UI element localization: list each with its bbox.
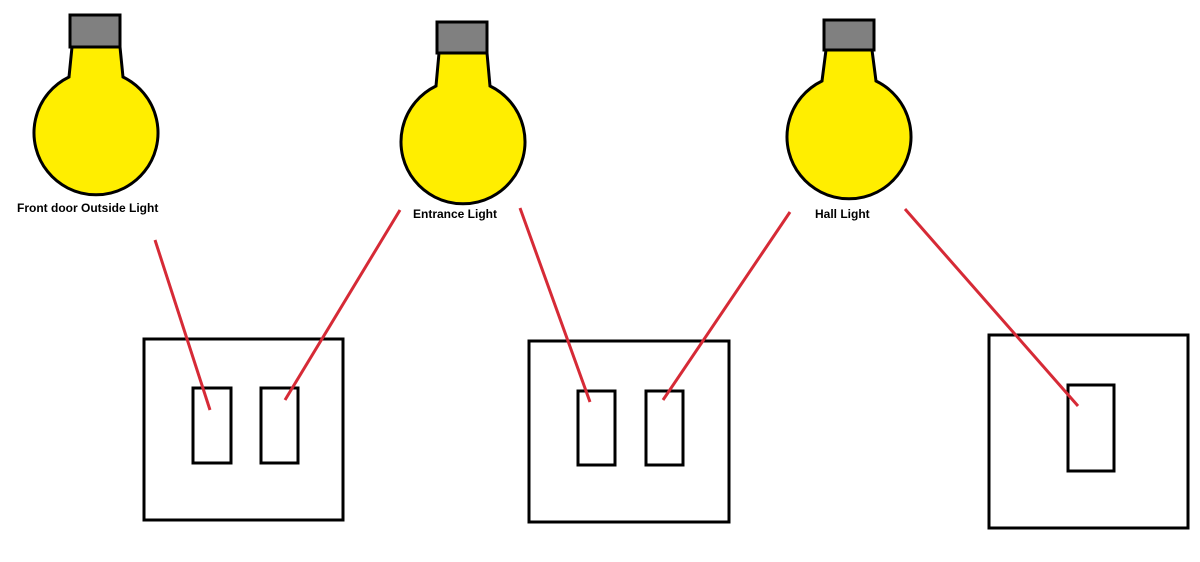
switch-toggle-left[interactable] bbox=[191, 386, 233, 465]
wire-hall-to-switch-2-right bbox=[661, 211, 792, 401]
switch-plate bbox=[527, 339, 731, 524]
bulb-base bbox=[822, 18, 876, 52]
bulb-base bbox=[435, 20, 489, 55]
switch-plate bbox=[142, 337, 345, 522]
switch-toggle-right[interactable] bbox=[259, 386, 300, 465]
wires bbox=[153, 207, 1080, 411]
switch-plate-2 bbox=[527, 339, 731, 524]
light-label-hall: Hall Light bbox=[815, 207, 870, 221]
switch-toggle[interactable] bbox=[1066, 383, 1116, 473]
bulb-glass bbox=[32, 45, 160, 197]
bulb-glass bbox=[399, 51, 527, 206]
bulb-hall-light bbox=[785, 18, 913, 201]
bulb-glass bbox=[785, 48, 913, 201]
wire-hall-to-switch-3 bbox=[903, 208, 1080, 407]
wire-entrance-to-switch-2-left bbox=[518, 207, 592, 403]
light-label-front-door: Front door Outside Light bbox=[17, 201, 158, 215]
switch-plate-1 bbox=[142, 337, 345, 522]
switch-toggle-right[interactable] bbox=[644, 389, 685, 467]
wire-front-door-to-switch-1-left bbox=[153, 239, 212, 411]
switch-toggle-left[interactable] bbox=[576, 389, 617, 467]
switch-plate-3 bbox=[987, 333, 1190, 530]
switch-plate bbox=[987, 333, 1190, 530]
bulb-base bbox=[68, 13, 122, 49]
bulb-entrance-light bbox=[399, 20, 527, 206]
light-label-entrance: Entrance Light bbox=[413, 207, 497, 221]
wire-entrance-to-switch-1-right bbox=[283, 209, 402, 401]
bulb-front-door-outside-light bbox=[32, 13, 160, 197]
